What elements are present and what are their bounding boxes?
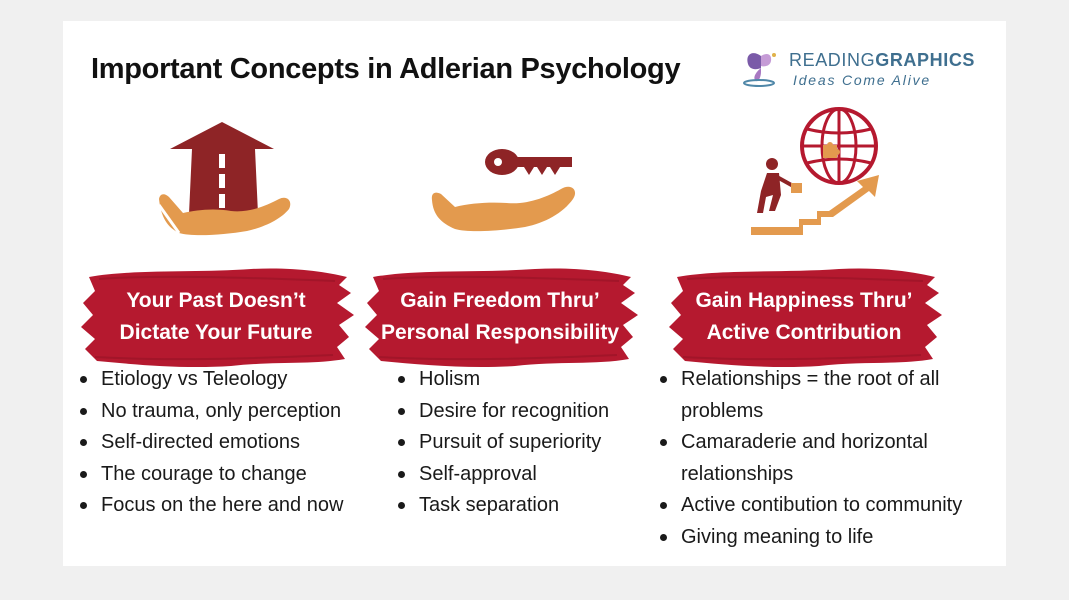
person-globe-puzzle-icon xyxy=(751,107,879,235)
list-item: Focus on the here and now xyxy=(77,490,367,522)
key-in-hand-icon xyxy=(431,149,576,232)
page-title: Important Concepts in Adlerian Psycholog… xyxy=(91,53,681,85)
heading-text-3: Gain Happiness Thru’ Active Contribution xyxy=(695,289,913,344)
bullet-list-1: Etiology vs Teleology No trauma, only pe… xyxy=(77,364,367,522)
logo-name-light: READING xyxy=(789,50,876,70)
bullet-list-3: Relationships = the root of all problems… xyxy=(657,364,1002,553)
heading-banner-3: Gain Happiness Thru’ Active Contribution xyxy=(663,263,945,373)
list-item: Camaraderie and horizontal relationships xyxy=(657,427,1002,490)
readinggraphics-logo: READINGGRAPHICS Ideas Come Alive xyxy=(741,48,981,93)
bullet-list-2: Holism Desire for recognition Pursuit of… xyxy=(395,364,655,522)
butterfly-logo-icon xyxy=(743,53,776,87)
list-item: Self-directed emotions xyxy=(77,427,367,459)
list-item: Etiology vs Teleology xyxy=(77,364,367,396)
list-item: Task separation xyxy=(395,490,655,522)
logo-tagline: Ideas Come Alive xyxy=(793,72,931,88)
road-in-hand-icon xyxy=(157,122,291,236)
heading-text-2: Gain Freedom Thru’ Personal Responsibili… xyxy=(380,289,620,344)
list-item: Pursuit of superiority xyxy=(395,427,655,459)
heading-text-1: Your Past Doesn’t Dictate Your Future xyxy=(119,289,313,344)
list-item: Relationships = the root of all problems xyxy=(657,364,1002,427)
list-item: Active contibution to community xyxy=(657,490,1002,522)
list-item: The courage to change xyxy=(77,459,367,491)
infographic-card: Important Concepts in Adlerian Psycholog… xyxy=(63,21,1006,566)
list-item: Holism xyxy=(395,364,655,396)
heading-banner-1: Your Past Doesn’t Dictate Your Future xyxy=(75,263,357,373)
logo-name-bold: GRAPHICS xyxy=(875,50,976,70)
list-item: Giving meaning to life xyxy=(657,522,1002,554)
list-item: Self-approval xyxy=(395,459,655,491)
heading-banner-2: Gain Freedom Thru’ Personal Responsibili… xyxy=(359,263,641,373)
list-item: Desire for recognition xyxy=(395,396,655,428)
list-item: No trauma, only perception xyxy=(77,396,367,428)
